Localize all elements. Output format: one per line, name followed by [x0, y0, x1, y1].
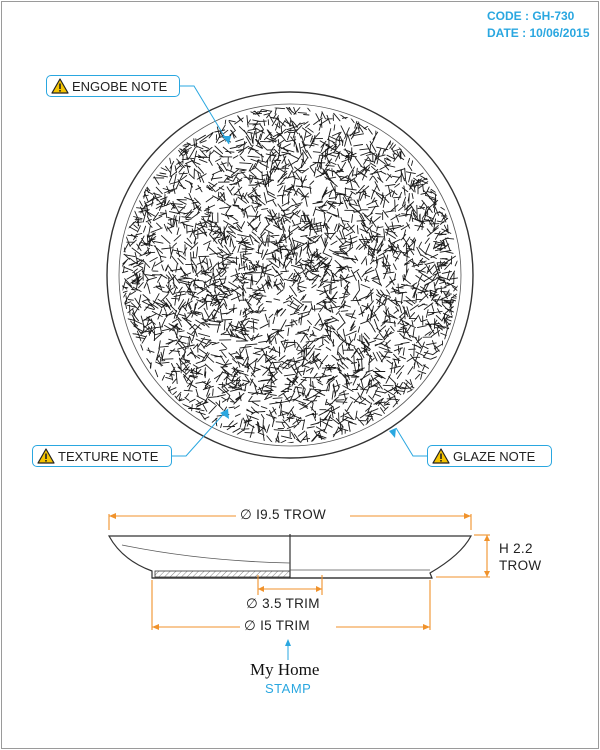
height-label-line1: H 2.2 [499, 541, 533, 556]
product-code: CODE : GH-730 [487, 9, 575, 23]
engobe-note-callout: ENGOBE NOTE [46, 75, 180, 97]
brand-stamp-text: My Home [250, 660, 320, 679]
engobe-arrowhead [222, 136, 231, 144]
top-diameter-label: ∅ I9.5 TROW [240, 507, 327, 522]
glaze-note-label: GLAZE NOTE [453, 448, 536, 464]
plate-texture-pattern [122, 107, 458, 443]
engobe-leader [180, 85, 230, 145]
plate-profile [107, 534, 472, 579]
glaze-note-callout: GLAZE NOTE [427, 445, 552, 467]
texture-strokes [122, 107, 458, 443]
warning-triangle-icon [51, 78, 69, 94]
texture-note-callout: TEXTURE NOTE [32, 445, 172, 467]
warning-triangle-icon [37, 448, 55, 464]
stamp-arrowhead [285, 639, 291, 646]
drawing-date: DATE : 10/06/2015 [487, 26, 590, 40]
warning-triangle-icon [432, 448, 450, 464]
texture-leader [172, 408, 229, 457]
height-label-line2: TROW [499, 558, 542, 573]
stamp-label: STAMP [265, 681, 312, 696]
foot-trim-label: ∅ I5 TRIM [244, 618, 310, 633]
texture-note-label: TEXTURE NOTE [58, 448, 159, 464]
glaze-leader [395, 427, 427, 457]
inner-trim-label: ∅ 3.5 TRIM [246, 596, 320, 611]
texture-arrowhead [220, 409, 229, 419]
engobe-note-label: ENGOBE NOTE [72, 78, 168, 94]
glaze-arrowhead [389, 428, 396, 438]
